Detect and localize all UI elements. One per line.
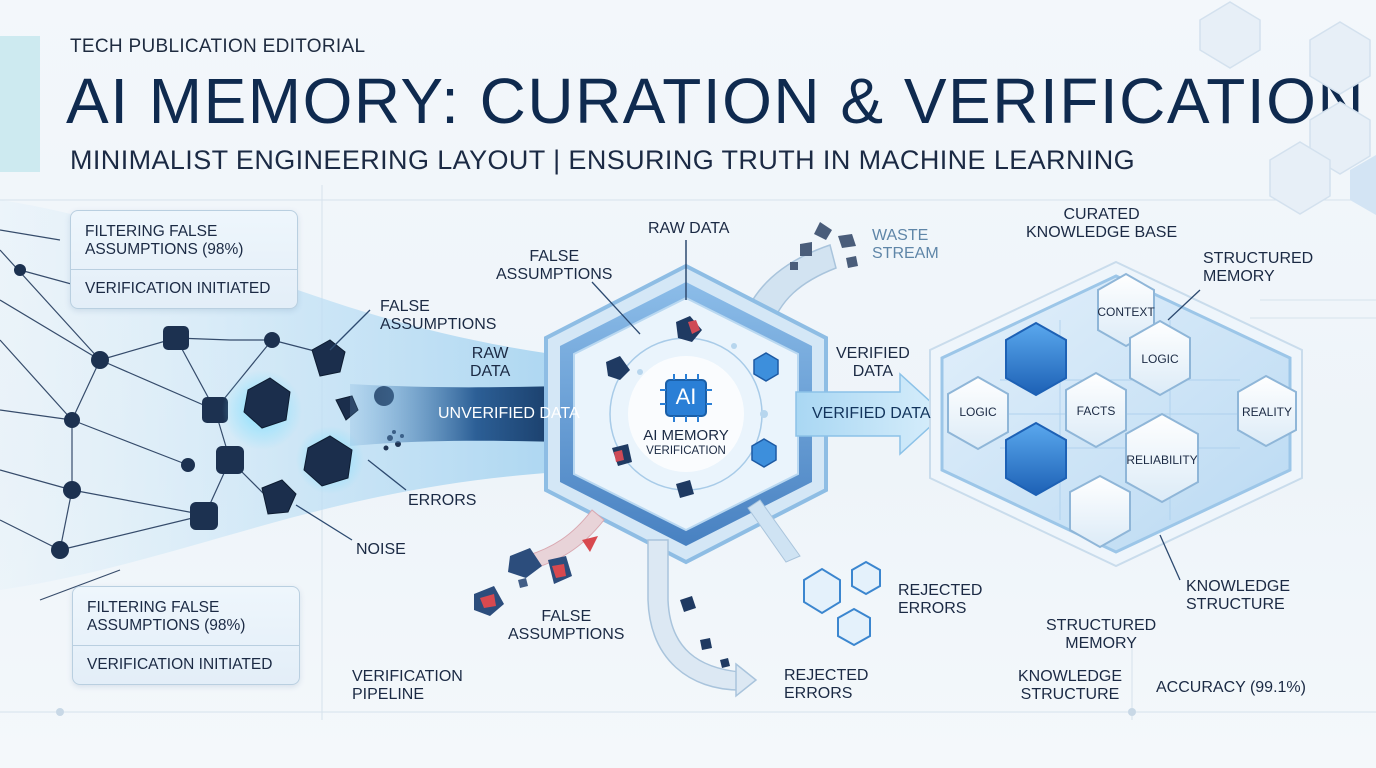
verification-status-label: VERIFICATION INITIATED (87, 656, 273, 673)
verification-status-label: VERIFICATION INITIATED (85, 280, 271, 297)
cell-facts-label: FACTS (1076, 404, 1116, 418)
filter-status-label: FILTERING FALSE ASSUMPTIONS (98%) (71, 211, 297, 270)
core-title: AI MEMORY (643, 427, 729, 444)
filter-status-label: FILTERING FALSE ASSUMPTIONS (98%) (73, 587, 299, 646)
cell-reality-label: REALITY (1241, 405, 1292, 419)
curated-kb-label: CURATED KNOWLEDGE BASE (1026, 206, 1178, 241)
out-false-assumptions-label: FALSE ASSUMPTIONS (508, 608, 625, 643)
core-subtitle: VERIFICATION (646, 445, 726, 457)
intake-false-assumptions-label: FALSE ASSUMPTIONS (380, 298, 497, 333)
structured-memory-top-label: STRUCTURED MEMORY (1203, 250, 1314, 285)
cell-logic-left-label: LOGIC (959, 405, 997, 419)
rejected-errors-bottom-label: REJECTED ERRORS (784, 667, 869, 702)
cell-context-label: CONTEXT (1097, 305, 1155, 319)
structured-memory-bottom-label: STRUCTURED MEMORY (1046, 617, 1157, 652)
core-false-assumptions-label: FALSE ASSUMPTIONS (496, 248, 613, 283)
waste-stream-label: WASTE STREAM (872, 227, 939, 262)
status-panel-top: FILTERING FALSE ASSUMPTIONS (98%) VERIFI… (70, 210, 298, 309)
intake-noise-label: NOISE (356, 541, 406, 558)
accuracy-label: ACCURACY (99.1%) (1156, 679, 1306, 696)
ai-chip-badge: AI (675, 384, 697, 409)
intake-raw-data-label: RAW DATA (470, 345, 511, 380)
cell-logic-top-label: LOGIC (1141, 352, 1179, 366)
verified-data-arrow-label: VERIFIED DATA (812, 405, 931, 422)
unverified-data-arrow-label: UNVERIFIED DATA (438, 405, 580, 422)
rejected-errors-right-label: REJECTED ERRORS (898, 582, 983, 617)
verified-data-label: VERIFIED DATA (836, 345, 910, 380)
core-raw-data-label: RAW DATA (648, 220, 730, 237)
cell-reliability-label: RELIABILITY (1126, 453, 1198, 467)
knowledge-structure-bottom-label: KNOWLEDGE STRUCTURE (1018, 668, 1123, 703)
knowledge-structure-right-label: KNOWLEDGE STRUCTURE (1186, 578, 1291, 613)
verification-pipeline-label: VERIFICATION PIPELINE (352, 668, 463, 703)
page-subtitle: MINIMALIST ENGINEERING LAYOUT | ENSURING… (70, 145, 1136, 175)
accent-bar (0, 36, 40, 172)
status-panel-bottom: FILTERING FALSE ASSUMPTIONS (98%) VERIFI… (72, 586, 300, 685)
intake-errors-label: ERRORS (408, 492, 477, 509)
page-title: AI MEMORY: CURATION & VERIFICATION (66, 65, 1366, 137)
kicker: TECH PUBLICATION EDITORIAL (70, 36, 366, 57)
